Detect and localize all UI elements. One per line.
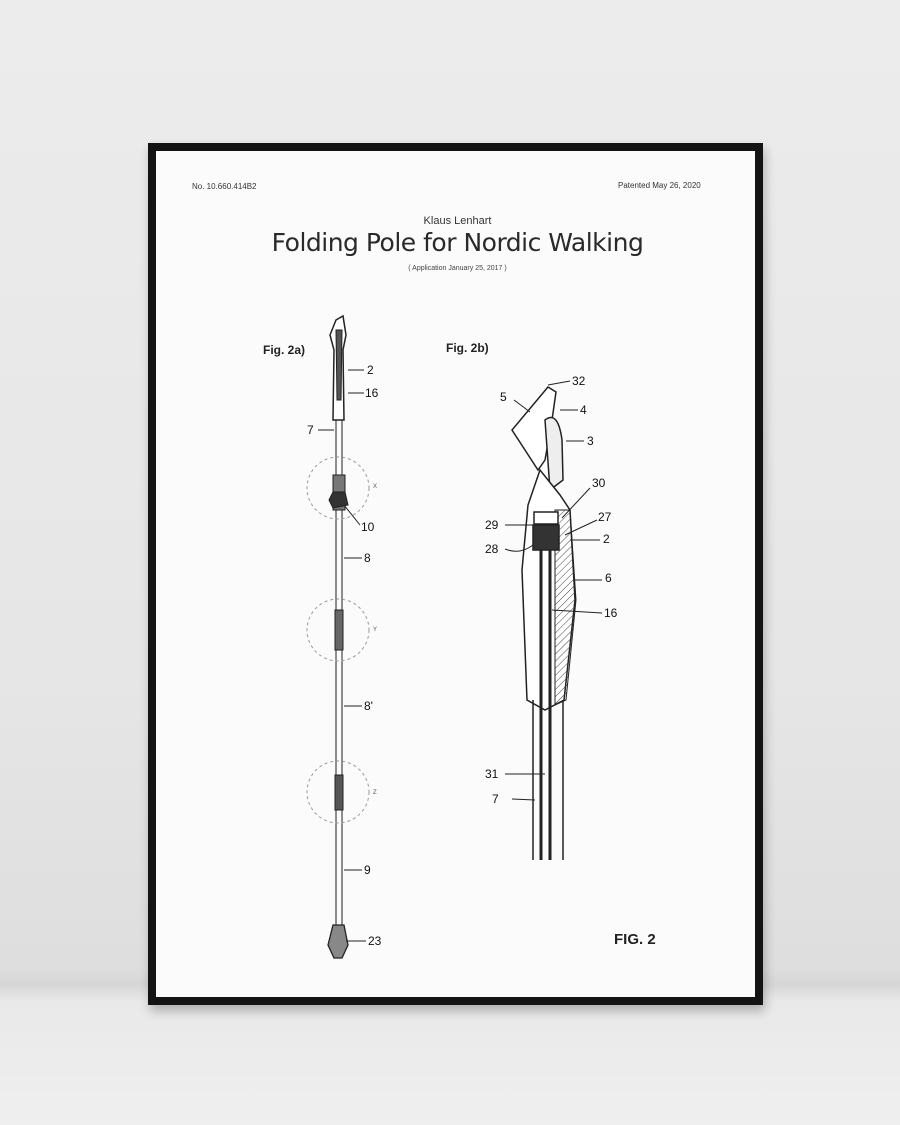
callout: 3 [587,434,594,448]
callout: 16 [604,606,618,620]
callout: 31 [485,767,499,781]
detail-mark: X [373,484,378,490]
poster-title: Folding Pole for Nordic Walking [271,228,644,257]
callout: 2 [603,532,610,546]
callout: 7 [492,792,499,806]
callout: 8 [364,551,371,565]
fig-2a-label: Fig. 2a) [263,343,306,357]
callout: 23 [368,934,382,948]
callout: 29 [485,518,499,532]
inventor-name: Klaus Lenhart [423,215,492,227]
poster-frame [148,143,763,1005]
callout: 8' [364,699,373,713]
callout: 30 [592,476,606,490]
fig-2b-handle-drawing [504,380,603,860]
callout: 32 [572,374,586,388]
callout: 2 [367,363,374,377]
callout: 28 [485,542,499,556]
callout: 9 [364,863,371,877]
callout: 6 [605,571,612,585]
fig-2b-label: Fig. 2b) [446,341,489,355]
callout: 5 [500,390,507,404]
callout: 7 [307,423,314,437]
callout: 10 [361,520,375,534]
patented-date: Patented May 26, 2020 [618,181,701,190]
callout: 27 [598,510,612,524]
patent-number: No. 10.660.414B2 [192,182,257,191]
callout: 4 [580,403,587,417]
callout: 16 [365,386,379,400]
application-date: ( Application January 25, 2017 ) [408,265,507,272]
figure-caption: FIG. 2 [614,931,656,948]
detail-mark: Y [373,627,378,633]
detail-mark: Z [373,790,377,796]
fig-2a-pole-drawing [306,314,370,959]
